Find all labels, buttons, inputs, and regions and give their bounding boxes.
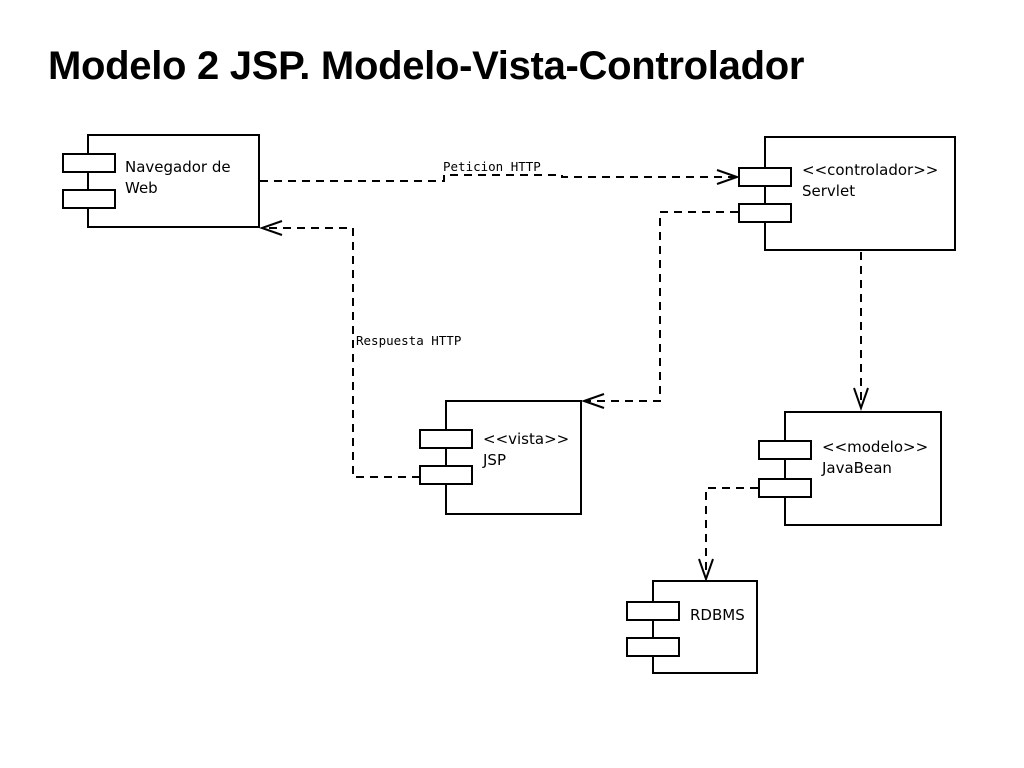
component-port-icon bbox=[419, 429, 473, 449]
component-port-icon bbox=[758, 440, 812, 460]
arrowhead-icon bbox=[698, 558, 714, 583]
servlet-label-line1: <<controlador>> bbox=[802, 161, 938, 179]
navegador-label-line1: Navegador de bbox=[125, 158, 231, 176]
component-port-icon bbox=[758, 478, 812, 498]
arrowhead-icon bbox=[580, 393, 605, 409]
component-port-icon bbox=[626, 601, 680, 621]
navegador-label-line2: Web bbox=[125, 179, 158, 197]
javabean-label-line2: JavaBean bbox=[821, 459, 892, 477]
servlet-label-line2: Servlet bbox=[802, 182, 855, 200]
component-rdbms: RDBMS bbox=[626, 580, 758, 674]
component-port-icon bbox=[626, 637, 680, 657]
component-port-icon bbox=[738, 167, 792, 187]
component-port-icon bbox=[62, 153, 116, 173]
rdbms-label: RDBMS bbox=[690, 606, 745, 624]
edge-peticion-http: Peticion HTTP bbox=[260, 159, 741, 185]
javabean-label-line1: <<modelo>> bbox=[822, 438, 928, 456]
arrowhead-icon bbox=[258, 220, 283, 236]
peticion-http-label: Peticion HTTP bbox=[443, 159, 541, 174]
component-port-icon bbox=[738, 203, 792, 223]
arrowhead-icon bbox=[716, 169, 741, 185]
edge-servlet-to-jsp bbox=[580, 211, 738, 409]
jsp-label-line2: JSP bbox=[482, 451, 506, 469]
jsp-label-line1: <<vista>> bbox=[483, 430, 569, 448]
arrowhead-icon bbox=[853, 387, 869, 412]
component-servlet: <<controlador>> Servlet bbox=[738, 136, 956, 251]
edge-servlet-to-javabean bbox=[853, 252, 869, 412]
edge-javabean-to-rdbms bbox=[698, 487, 758, 583]
component-javabean: <<modelo>> JavaBean bbox=[758, 411, 942, 526]
edge-respuesta-http: Respuesta HTTP bbox=[258, 220, 461, 478]
slide-title: Modelo 2 JSP. Modelo-Vista-Controlador bbox=[48, 44, 805, 88]
respuesta-http-label: Respuesta HTTP bbox=[356, 333, 461, 348]
component-port-icon bbox=[62, 189, 116, 209]
component-navegador-web: Navegador de Web bbox=[62, 134, 260, 228]
component-jsp: <<vista>> JSP bbox=[419, 400, 582, 515]
component-port-icon bbox=[419, 465, 473, 485]
